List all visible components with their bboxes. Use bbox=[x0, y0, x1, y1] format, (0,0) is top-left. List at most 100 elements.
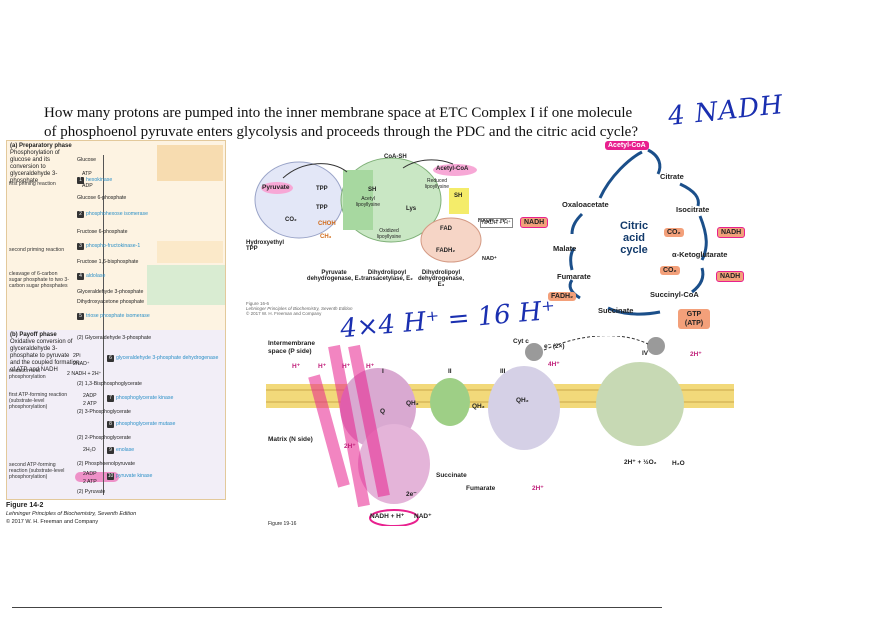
tca-gtp: GTP (ATP) bbox=[678, 309, 710, 329]
tca-succinate: Succinate bbox=[598, 306, 634, 315]
pdc-acetyl-coa: Acetyl-CoA bbox=[436, 166, 469, 172]
tca-akg: α-Ketoglutarate bbox=[672, 250, 728, 259]
step-3pg: (2) 3-Phosphoglycerate bbox=[77, 409, 131, 415]
pdc-e3: Dihydrolipoyl dehydrogenase, E₃ bbox=[417, 270, 464, 288]
etc-2h-matrix-2: 2H⁺ bbox=[532, 485, 544, 492]
tca-nadh-h: NADH + H⁺ bbox=[480, 218, 513, 228]
etc-h3: H⁺ bbox=[342, 363, 351, 370]
step-2pg: (2) 2-Phosphoglycerate bbox=[77, 435, 131, 441]
complex-iii bbox=[488, 366, 560, 450]
second-priming-label: second priming reaction bbox=[9, 247, 65, 253]
oxidation-label: oxidation and phosphorylation bbox=[9, 368, 46, 380]
etc-fumarate: Fumarate bbox=[466, 485, 496, 492]
pyruvate-highlight bbox=[261, 182, 293, 194]
tca-nadh-1: NADH bbox=[717, 227, 746, 238]
tca-citrate: Citrate bbox=[660, 172, 684, 181]
pdc-ch3: CH₃ bbox=[320, 234, 332, 240]
etc-qh2-c: QH₂ bbox=[516, 397, 529, 404]
pdc-choh: CHOH bbox=[318, 221, 336, 227]
nad-in: 2NAD⁺ bbox=[73, 361, 90, 367]
handwritten-answer-4nadh: 4 NADH bbox=[666, 90, 786, 132]
cyt-c-left bbox=[525, 343, 543, 361]
tca-co2-1: CO₂ bbox=[664, 228, 684, 237]
step-g6p: Glucose 6-phosphate bbox=[77, 195, 127, 201]
etc-nadh: NADH + H⁺ bbox=[370, 513, 405, 520]
nadh-out: 2 NADH + 2H⁺ bbox=[67, 371, 102, 377]
pdc-tpp-2: TPP bbox=[316, 205, 328, 211]
lipoyl-arm bbox=[343, 170, 373, 230]
acetyl-coa-highlight bbox=[433, 164, 477, 176]
arrow-acetyl-citrate bbox=[647, 148, 662, 175]
pink-scribble bbox=[308, 344, 390, 508]
tca-oxaloacetate: Oxaloacetate bbox=[562, 200, 609, 209]
pdc-diagram bbox=[254, 157, 482, 263]
etc-4h-plus: 4H⁺ bbox=[548, 361, 560, 368]
etc-diagram bbox=[266, 336, 734, 526]
etc-h1: H⁺ bbox=[292, 363, 301, 370]
pep-highlight bbox=[75, 472, 119, 482]
etc-qh2-a: QH₂ bbox=[406, 400, 419, 407]
atp-out-7: 2 ATP bbox=[83, 401, 97, 407]
first-priming-label: first priming reaction bbox=[9, 181, 56, 187]
pdc-acetyl-lipoyllysine: Acetyl lipoyllysine bbox=[355, 196, 381, 208]
step-dhap: Dihydroxyacetone phosphate bbox=[77, 299, 145, 305]
pdc-sh-1: SH bbox=[368, 187, 377, 193]
arrow-oxaloacetate-citrate bbox=[598, 150, 643, 199]
sh-block bbox=[449, 188, 469, 214]
preparatory-phase: (a) Preparatory phase Phosphorylation of… bbox=[7, 141, 225, 329]
pdc-co2: CO₂ bbox=[285, 217, 297, 223]
pdc-arrow-1 bbox=[282, 163, 348, 179]
etc-complex-ii: II bbox=[448, 368, 452, 375]
glucose-structure bbox=[157, 145, 223, 181]
pdc-hydroxyethyl: Hydroxyethyl TPP bbox=[246, 240, 285, 252]
etc-qh2-b: QH₂ bbox=[472, 403, 485, 410]
cleavage-label: cleavage of 6-carbon sugar phosphate to … bbox=[9, 271, 69, 289]
first-atp-label: first ATP-forming reaction (substrate-le… bbox=[9, 392, 68, 410]
etc-matrix: Matrix (N side) bbox=[268, 436, 313, 443]
glycolysis-caption: Figure 14-2 Lehninger Principles of Bioc… bbox=[6, 502, 137, 525]
step-2gap: (2) Glyceraldehyde 3-phosphate bbox=[77, 335, 152, 341]
tca-fumarate: Fumarate bbox=[557, 272, 591, 281]
etc-o2: 2H⁺ + ½O₂ bbox=[624, 459, 657, 466]
tca-cycle-arrows bbox=[568, 148, 708, 316]
atp-out-10: 2 ATP bbox=[83, 479, 97, 485]
etc-complex-iv: IV bbox=[642, 350, 649, 357]
question-text: How many protons are pumped into the inn… bbox=[44, 105, 638, 140]
etc-2h-matrix: 2H⁺ bbox=[344, 443, 356, 450]
tca-malate: Malate bbox=[553, 244, 577, 253]
f16bp-structure bbox=[157, 241, 223, 263]
arrow-fumarate-malate bbox=[569, 247, 576, 271]
pdc-arrow-2 bbox=[402, 159, 454, 169]
pdc-oxidized: Oxidized lipoyllysine bbox=[376, 228, 402, 240]
arrow-akg-succinyl bbox=[691, 267, 705, 294]
pdc-e2: Dihydrolipoyl transacetylase, E₂ bbox=[361, 270, 413, 282]
adp-in-7: 2ADP bbox=[83, 393, 97, 399]
arrow-citrate-isocitrate bbox=[679, 182, 700, 207]
triose-structure bbox=[147, 265, 225, 305]
step-f16bp: Fructose 1,6-bisphosphate bbox=[77, 259, 139, 265]
pdc-pyruvate: Pyruvate bbox=[262, 184, 290, 191]
pdc-nad: NAD⁺ bbox=[482, 256, 497, 262]
etc-2h-plus-top: 2H⁺ bbox=[690, 351, 702, 358]
payoff-title: (b) Payoff phase Oxidative conversion of… bbox=[10, 332, 80, 373]
tca-isocitrate: Isocitrate bbox=[676, 205, 710, 214]
step-glucose: Glucose bbox=[77, 157, 97, 163]
etc-succinate: Succinate bbox=[436, 472, 467, 479]
etc-h2: H⁺ bbox=[318, 363, 327, 370]
pdc-e1: Pyruvate dehydrogenase, E₁ bbox=[306, 270, 362, 282]
tca-title: Citric acid cycle bbox=[619, 220, 649, 256]
e3-domain bbox=[420, 217, 482, 263]
atp-in-1: ATP bbox=[82, 171, 92, 177]
tca-acetyl-coa: Acetyl-CoA bbox=[605, 141, 649, 150]
pdc-nadh: NADH + H⁺ bbox=[478, 218, 508, 224]
etc-e2x: e⁻ (2×) bbox=[544, 343, 565, 350]
step-pep: (2) Phosphoenolpyruvate bbox=[77, 461, 135, 467]
tca-fadh2: FADH₂ bbox=[548, 292, 577, 301]
pi-in: 2Pi bbox=[73, 353, 81, 359]
